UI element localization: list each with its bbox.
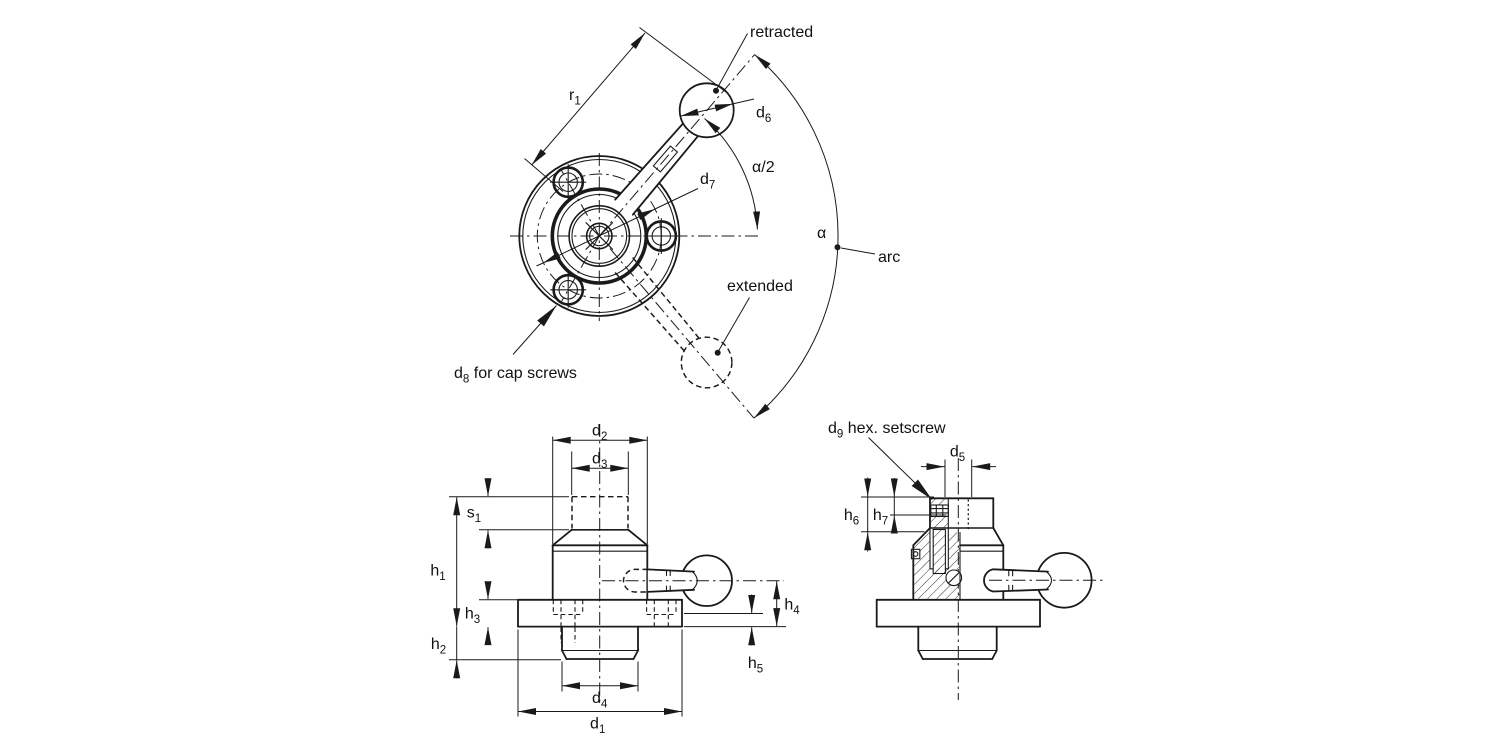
label-alpha-half: α/2 xyxy=(752,159,775,176)
label-arc: arc xyxy=(878,249,900,266)
cap-screw xyxy=(643,217,680,255)
dim-alpha-arc xyxy=(753,54,839,419)
label-h5: h5 xyxy=(748,655,763,676)
label-extended: extended xyxy=(727,278,793,295)
label-d2: d2 xyxy=(592,423,607,444)
label-d4: d4 xyxy=(592,690,608,711)
label-h1: h1 xyxy=(430,563,445,584)
o-ring-groove xyxy=(910,548,921,560)
d8-leader xyxy=(512,305,557,355)
label-d6: d6 xyxy=(756,105,771,126)
dim-s1 xyxy=(449,478,569,549)
label-h3: h3 xyxy=(465,606,480,627)
screw-hole-hidden xyxy=(552,599,584,643)
plunger-pin-section xyxy=(932,528,946,575)
label-d3: d3 xyxy=(592,451,607,472)
front-view: d2 d3 s1 h1 h3 h2 d4 d1 h4 h5 xyxy=(430,423,800,737)
dim-d3 xyxy=(571,451,629,495)
section-flange xyxy=(875,598,1041,628)
dim-h4 xyxy=(684,581,786,628)
cap-screw xyxy=(550,271,587,308)
label-r1: r1 xyxy=(569,87,581,108)
pilot-boss xyxy=(561,625,639,660)
label-d1: d1 xyxy=(590,716,605,737)
dim-h5 xyxy=(684,594,763,646)
extended-leader xyxy=(718,297,750,352)
dim-d7 xyxy=(536,188,699,267)
cap-screw xyxy=(550,164,587,201)
cap-outline xyxy=(929,497,995,570)
dim-d2 xyxy=(552,436,648,544)
label-h2: h2 xyxy=(431,636,446,657)
knob-hidden xyxy=(571,495,629,529)
dim-h7 xyxy=(890,478,947,534)
label-retracted: retracted xyxy=(750,24,813,41)
top-view: retracted extended arc α α/2 r1 d6 d7 d8… xyxy=(454,24,900,419)
dim-h2 xyxy=(449,626,561,679)
label-d5: d5 xyxy=(950,444,965,465)
label-d7: d7 xyxy=(700,171,715,192)
arc-leader xyxy=(840,247,876,255)
label-h4: h4 xyxy=(784,597,800,618)
screw-hole-hidden xyxy=(646,599,677,627)
arm-hidden-end xyxy=(622,568,648,593)
dim-d5 xyxy=(921,459,996,497)
lever-axis xyxy=(598,54,755,237)
label-d9: d9 hex. setscrew xyxy=(828,420,946,441)
ball-extended xyxy=(680,336,733,389)
retracted-leader xyxy=(716,33,748,90)
dim-d4 xyxy=(561,661,639,692)
dim-h3 xyxy=(479,581,517,646)
dim-r1 xyxy=(524,27,727,192)
label-h7: h7 xyxy=(873,507,888,528)
body-outline xyxy=(551,544,649,601)
label-d8: d8 for cap screws xyxy=(454,365,577,386)
lever-retracted xyxy=(598,54,755,237)
section-view: d9 hex. setscrew d5 h6 h7 xyxy=(828,420,1104,700)
label-s1: s1 xyxy=(467,505,481,526)
lever-extended xyxy=(609,248,755,419)
section-ball-handle xyxy=(983,551,1104,609)
section-boss xyxy=(917,625,998,660)
ball-handle xyxy=(602,554,784,607)
dim-d1 xyxy=(517,629,683,717)
d9-leader xyxy=(868,437,933,500)
label-alpha: α xyxy=(817,225,826,242)
dim-d6 xyxy=(680,98,755,117)
label-h6: h6 xyxy=(844,507,859,528)
